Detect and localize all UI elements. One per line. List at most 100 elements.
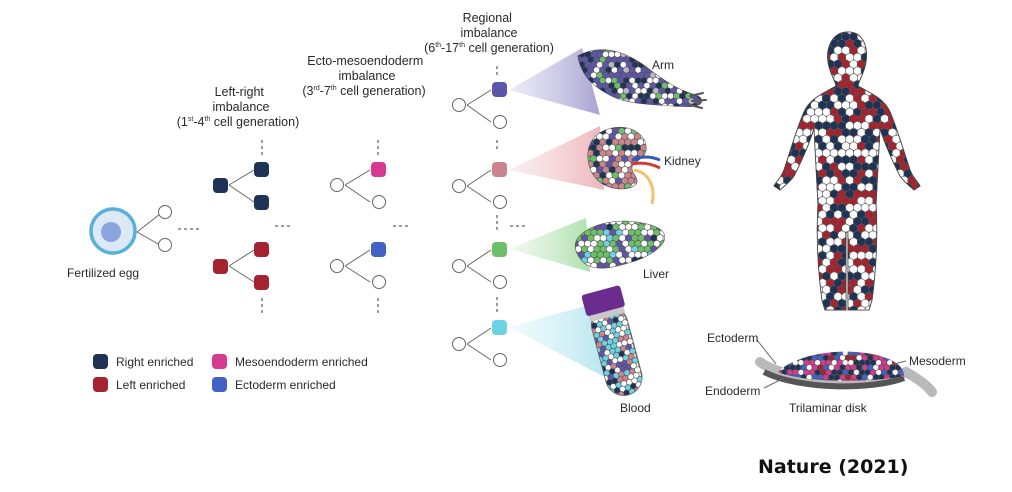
mosaic-cell xyxy=(780,359,788,367)
mosaic-cell xyxy=(797,351,805,357)
mosaic-cell xyxy=(618,117,625,124)
mosaic-cell xyxy=(782,217,792,227)
mosaic-cell xyxy=(778,359,783,367)
mosaic-cell xyxy=(798,230,808,240)
right-enriched-cell xyxy=(254,162,269,177)
mosaic-cell xyxy=(794,237,804,247)
mosaic-cell xyxy=(842,378,849,381)
mosaic-cell xyxy=(903,141,913,151)
mosaic-cell xyxy=(833,305,843,310)
mosaic-cell xyxy=(786,128,796,138)
mosaic-cell xyxy=(673,71,681,79)
mosaic-cell xyxy=(774,271,777,281)
mosaic-cell xyxy=(774,223,781,233)
left-enriched-cell xyxy=(254,275,269,290)
mosaic-cell xyxy=(780,351,788,357)
mosaic-cell xyxy=(806,80,816,90)
mosaic-cell xyxy=(918,264,920,274)
mosaic-cell xyxy=(899,189,909,199)
mosaic-cell xyxy=(782,271,792,281)
mosaic-cell xyxy=(659,240,665,248)
mosaic-cell xyxy=(627,353,635,360)
mosaic-cell xyxy=(918,141,920,151)
mosaic-cell xyxy=(911,196,920,206)
mosaic-cell xyxy=(774,264,781,274)
mosaic-cell xyxy=(895,210,905,220)
mosaic-cell xyxy=(911,264,920,274)
mosaic-cell xyxy=(667,103,675,107)
mosaic-cell xyxy=(640,177,646,185)
mosaic-cell xyxy=(817,45,827,55)
mosaic-cell xyxy=(907,285,917,295)
mosaic-cell xyxy=(661,50,669,58)
mosaic-cell xyxy=(662,41,668,47)
mosaic-cell xyxy=(668,41,674,47)
mosaic-cell xyxy=(868,52,878,62)
mosaic-cell xyxy=(656,41,662,47)
mosaic-cell xyxy=(918,182,920,192)
mosaic-cell xyxy=(778,354,780,362)
endoderm-pointer xyxy=(763,377,785,389)
mosaic-cell xyxy=(790,39,800,49)
mosaic-cell xyxy=(903,292,913,302)
mosaic-cell xyxy=(875,351,883,357)
mosaic-cell xyxy=(899,39,909,49)
mosaic-cell xyxy=(786,223,796,233)
mosaic-cell xyxy=(614,127,623,130)
mosaic-cell xyxy=(630,182,638,189)
mesoendoderm-enriched-cell xyxy=(371,162,386,177)
mosaic-cell xyxy=(679,61,687,69)
mosaic-cell xyxy=(782,257,792,267)
mosaic-cell xyxy=(628,97,636,105)
mosaic-cell xyxy=(676,49,684,53)
mosaic-cell xyxy=(620,41,626,47)
mosaic-cell xyxy=(786,237,796,247)
mosaic-cell xyxy=(794,73,804,83)
mosaic-cell xyxy=(817,32,827,42)
mosaic-cell xyxy=(602,41,608,47)
mosaic-cell xyxy=(659,251,665,259)
white-cell xyxy=(330,259,344,273)
mosaic-cell xyxy=(810,305,820,310)
kidney-organ: Kidney xyxy=(587,117,701,205)
kidney-cell xyxy=(492,162,507,177)
mosaic-cell xyxy=(699,56,702,64)
mosaic-cell xyxy=(673,41,679,47)
mosaic-cell xyxy=(915,52,920,62)
mosaic-cell xyxy=(880,223,890,233)
mosaic-cell xyxy=(614,41,620,47)
mosaic-cell xyxy=(676,66,684,74)
mosaic-cell xyxy=(690,82,698,90)
mosaic-cell xyxy=(798,257,808,267)
mosaic-cell xyxy=(880,32,890,42)
mosaic-cell xyxy=(775,93,785,103)
mosaic-cell xyxy=(794,278,804,288)
legend-label-left: Left enriched xyxy=(116,378,185,392)
mosaic-cell xyxy=(876,203,886,213)
left-right-generation: (1st-4th cell generation) xyxy=(177,115,300,129)
branch xyxy=(466,249,492,283)
mosaic-cell xyxy=(632,213,639,220)
mosaic-cell xyxy=(790,244,800,254)
mosaic-cell xyxy=(798,298,808,308)
mosaic-cell xyxy=(891,257,901,267)
mosaic-cell xyxy=(918,59,920,69)
mosaic-cell xyxy=(786,251,796,261)
mosaic-cell xyxy=(779,196,789,206)
mosaic-cell xyxy=(899,244,909,254)
mosaic-cell xyxy=(895,100,905,110)
legend: Right enriched Left enriched Mesoendoder… xyxy=(93,354,368,392)
mosaic-cell xyxy=(602,103,610,107)
mosaic-cell xyxy=(631,117,638,124)
mosaic-cell xyxy=(774,210,781,220)
mosaic-cell xyxy=(640,56,648,64)
daughter-cell xyxy=(158,238,172,252)
mosaic-cell xyxy=(775,162,785,172)
mosaic-cell xyxy=(782,230,792,240)
mosaic-cell xyxy=(915,107,920,117)
mosaic-cell xyxy=(599,267,608,268)
mosaic-cell xyxy=(887,32,897,42)
mosaic-cell xyxy=(891,66,901,76)
mosaic-cell xyxy=(679,103,687,107)
mosaic-cell xyxy=(650,213,657,220)
